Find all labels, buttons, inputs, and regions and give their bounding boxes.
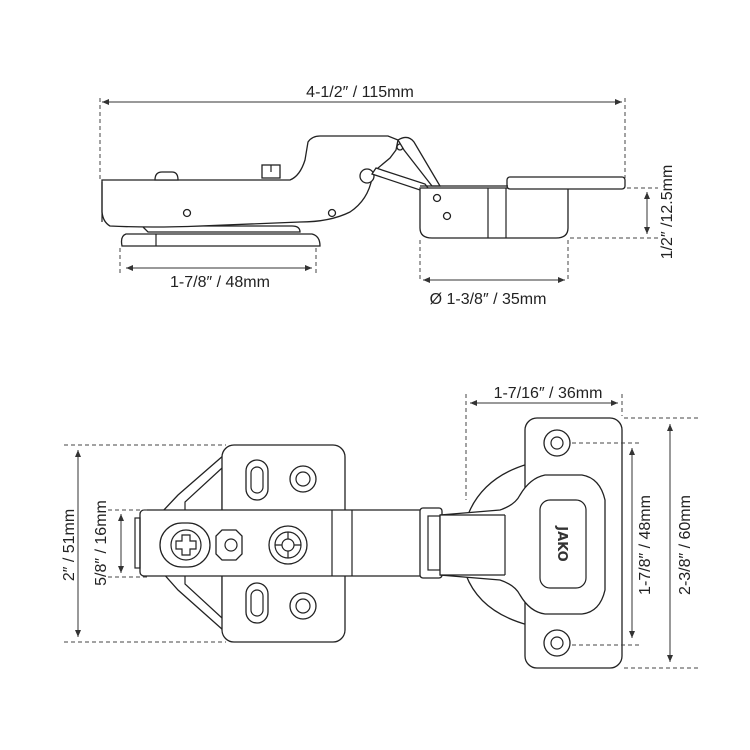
cup-depth-label: 1/2″ /12.5mm (659, 165, 676, 260)
arm-width-label: 5/8″ / 16mm (93, 500, 110, 586)
hinge-boss (439, 474, 606, 615)
overall-length-label: 4-1/2″ / 115mm (306, 84, 414, 101)
mounting-slot (245, 582, 269, 624)
top-view-hinge: JAKO (134, 417, 623, 669)
mounting-slot (245, 459, 269, 501)
screw-hole (289, 592, 317, 620)
wing-screw-hole (543, 629, 571, 657)
rivet (327, 208, 337, 218)
side-view-dimensions: 4-1/2″ / 115mm 1-7/8″ / 48mm Ø 1-3/8″ / … (99, 84, 676, 308)
brand-logo: JAKO (554, 525, 569, 561)
base-length-label: 1-7/8″ / 48mm (170, 274, 270, 291)
hinge-link (370, 167, 430, 191)
screw-hole (289, 465, 317, 493)
hole-spacing-label: 1-7/8″ / 48mm (637, 495, 654, 595)
base-plate (120, 233, 321, 247)
cam-adjuster (215, 529, 243, 561)
cup-flange (506, 176, 626, 190)
base-clip (140, 225, 301, 233)
wing-screw-hole (543, 429, 571, 457)
cup-diameter-label: Ø 1-3/8″ / 35mm (430, 291, 547, 308)
hinge-knuckle (419, 507, 443, 579)
top-view-dimensions: 2″ / 51mm 5/8″ / 16mm 1-7/16″ / 36mm 1-7… (61, 385, 700, 669)
rivet (182, 208, 192, 218)
wing-height-label: 2-3/8″ / 60mm (677, 495, 694, 595)
cup-offset-label: 1-7/16″ / 36mm (494, 385, 603, 402)
side-view-hinge (101, 135, 626, 247)
hinge-arm (101, 135, 399, 228)
hinge-cup (419, 187, 569, 239)
pivot-pin (359, 168, 375, 184)
adjust-screw-slot (159, 522, 211, 568)
adjust-tab (154, 171, 179, 181)
plate-height-label: 2″ / 51mm (61, 509, 78, 581)
